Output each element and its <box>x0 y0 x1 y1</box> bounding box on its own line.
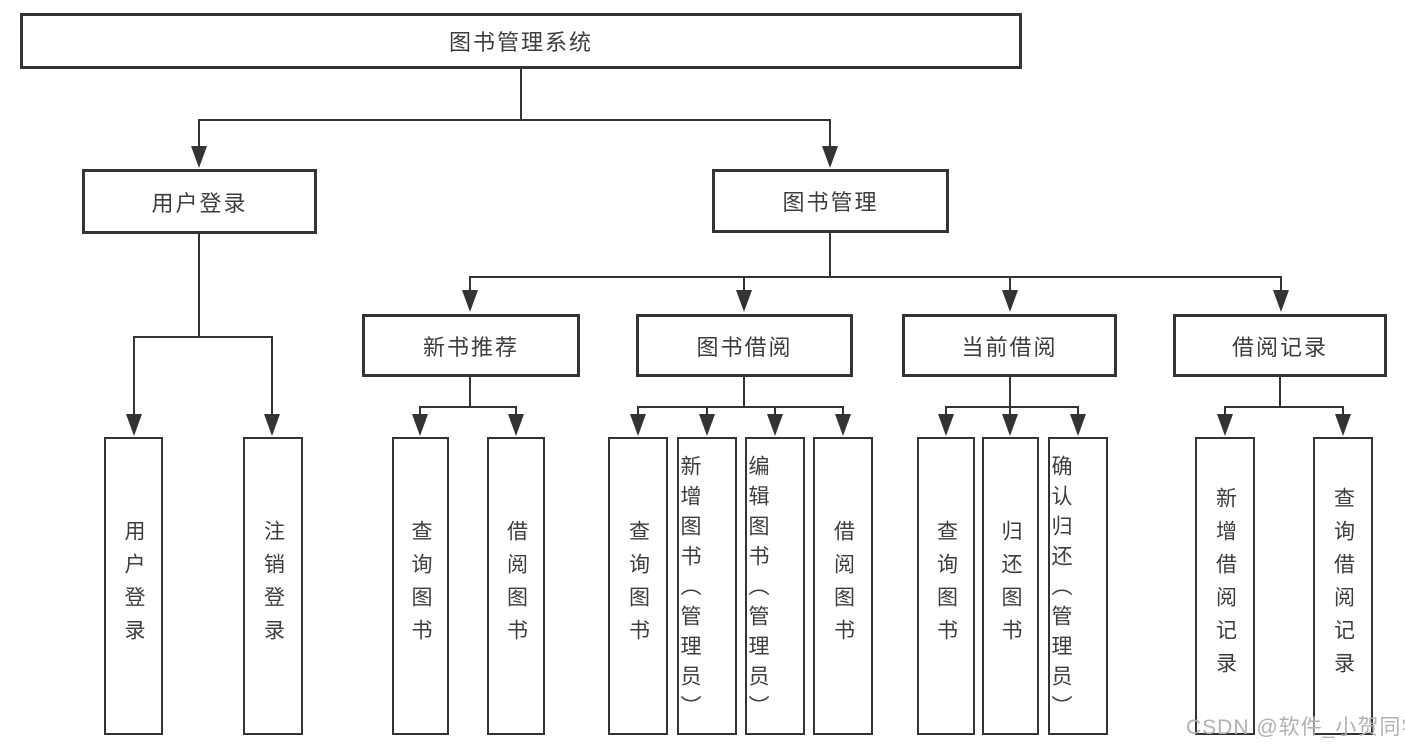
node-user-login-label: 用户登录 <box>151 190 248 216</box>
node-book-management: 图书管理 <box>712 169 949 233</box>
node-leaf-logout-label: 注销登录 <box>261 520 285 652</box>
node-leaf-recommend-borrow-book: 借阅图书 <box>487 437 545 735</box>
csdn-watermark: CSDN @软件_小贺同学 <box>1186 716 1405 739</box>
node-leaf-recommend-borrow-book-label: 借阅图书 <box>504 520 528 652</box>
node-leaf-confirm-return-admin-label: 确认归还（管理员） <box>1049 454 1072 725</box>
node-leaf-current-query-book-label: 查询图书 <box>934 520 958 652</box>
node-book-management-label: 图书管理 <box>782 190 879 215</box>
node-book-borrow: 图书借阅 <box>636 314 853 377</box>
node-user-login: 用户登录 <box>82 169 317 234</box>
node-new-book-recommend: 新书推荐 <box>362 314 580 377</box>
node-book-borrow-label: 图书借阅 <box>696 334 793 360</box>
node-leaf-logout: 注销登录 <box>243 437 303 735</box>
node-library-system: 图书管理系统 <box>20 13 1022 69</box>
node-leaf-add-borrow-record-label: 新增借阅记录 <box>1213 487 1237 685</box>
node-leaf-user-login: 用户登录 <box>104 437 163 735</box>
node-leaf-add-book-admin-label: 新增图书（管理员） <box>678 454 701 725</box>
node-leaf-borrow-book: 借阅图书 <box>813 437 873 735</box>
node-leaf-query-borrow-record-label: 查询借阅记录 <box>1331 487 1355 685</box>
node-leaf-borrow-query-book: 查询图书 <box>608 437 668 735</box>
node-leaf-add-book-admin: 新增图书（管理员） <box>677 437 737 735</box>
node-leaf-return-book-label: 归还图书 <box>999 520 1022 652</box>
node-new-book-recommend-label: 新书推荐 <box>422 334 519 360</box>
arrowheads <box>126 146 1351 436</box>
node-leaf-borrow-book-label: 借阅图书 <box>831 520 855 652</box>
node-leaf-current-query-book: 查询图书 <box>917 437 975 735</box>
node-leaf-borrow-query-book-label: 查询图书 <box>626 520 650 652</box>
node-leaf-add-borrow-record: 新增借阅记录 <box>1195 437 1255 735</box>
node-leaf-confirm-return-admin: 确认归还（管理员） <box>1048 437 1108 735</box>
node-borrow-record-label: 借阅记录 <box>1231 334 1328 360</box>
node-current-borrow-label: 当前借阅 <box>961 334 1058 360</box>
node-leaf-return-book: 归还图书 <box>982 437 1039 735</box>
node-leaf-user-login-label: 用户登录 <box>122 520 145 652</box>
node-borrow-record: 借阅记录 <box>1173 314 1387 377</box>
node-leaf-recommend-query-book-label: 查询图书 <box>409 520 432 652</box>
node-current-borrow: 当前借阅 <box>902 314 1117 377</box>
node-leaf-edit-book-admin-label: 编辑图书（管理员） <box>746 454 769 725</box>
node-library-system-label: 图书管理系统 <box>448 30 593 55</box>
node-leaf-edit-book-admin: 编辑图书（管理员） <box>745 437 805 735</box>
node-leaf-query-borrow-record: 查询借阅记录 <box>1313 437 1373 735</box>
node-leaf-recommend-query-book: 查询图书 <box>392 437 449 735</box>
